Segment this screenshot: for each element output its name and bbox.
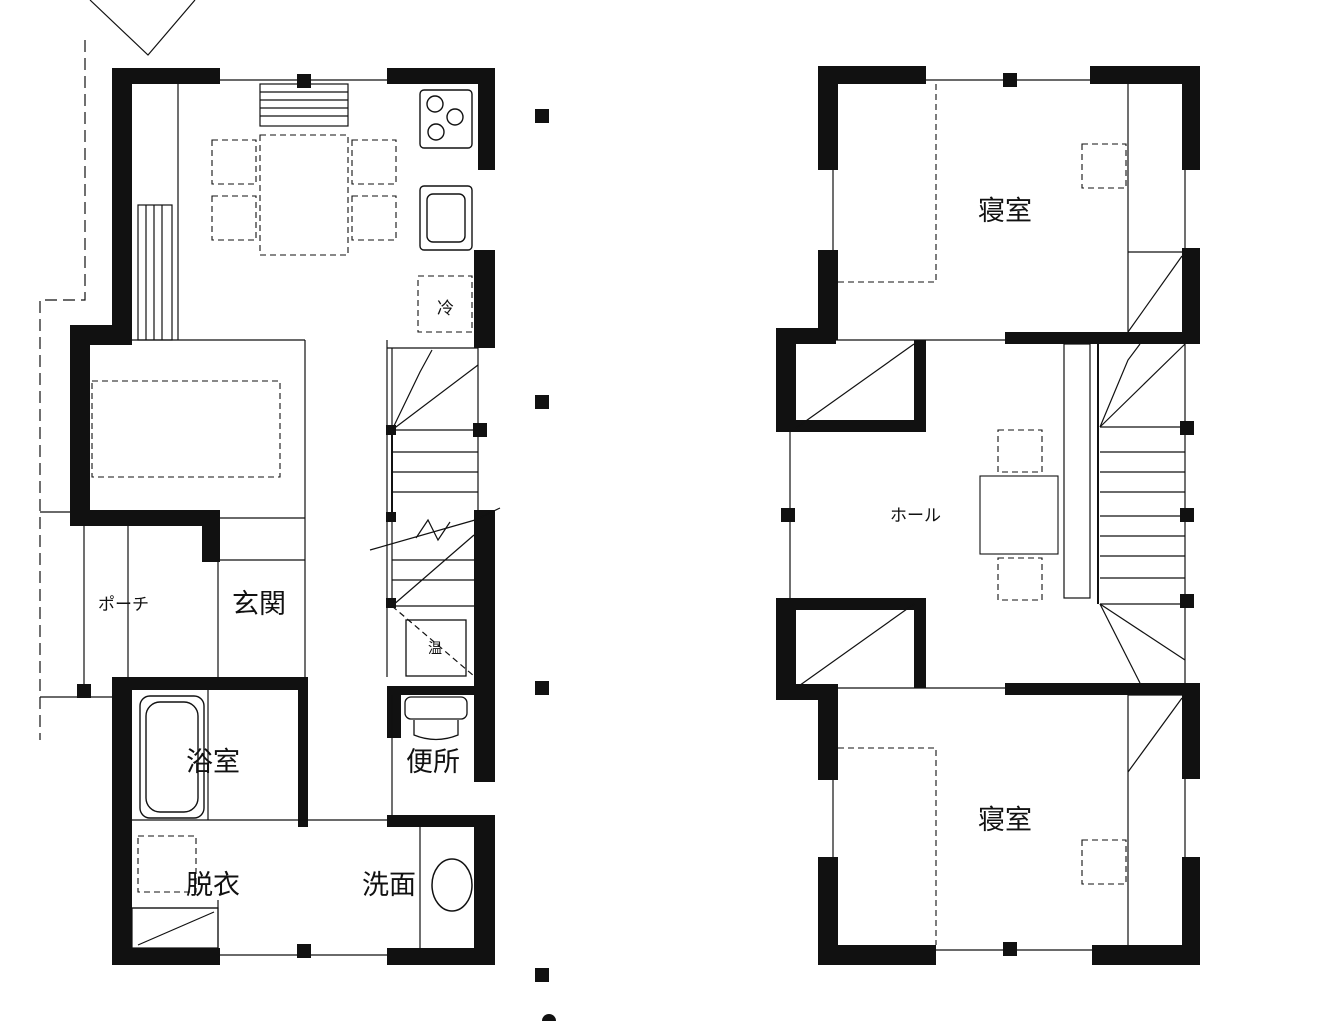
hall-label: ホール	[890, 506, 941, 526]
floor2-posts	[781, 73, 1194, 956]
toilet-label: 便所	[406, 747, 460, 778]
kitchen-sink	[419, 185, 473, 251]
floor2-walls	[776, 66, 1200, 965]
fridge-label: 冷	[437, 299, 454, 319]
water-heater-outline	[405, 619, 467, 677]
bedroom-south-label: 寝室	[978, 805, 1032, 836]
bath-label: 浴室	[186, 747, 240, 778]
fridge-outline	[417, 275, 473, 333]
floor2-beds	[838, 84, 1127, 945]
floor1-plan	[39, 0, 556, 1021]
porch-label: ポーチ	[98, 595, 149, 615]
floor2-stairs	[1063, 343, 1186, 684]
floor1-posts	[77, 74, 556, 1021]
entrance-label: 玄関	[232, 589, 286, 620]
washer-outline	[137, 835, 197, 893]
floor1-walls	[70, 68, 495, 965]
toilet-fixture	[404, 696, 468, 741]
kitchen-stove	[419, 89, 473, 149]
washroom-label: 洗面	[362, 870, 416, 901]
dressing-storage	[131, 907, 219, 949]
floor1-stairs	[369, 348, 501, 677]
bedroom-north-label: 寝室	[978, 196, 1032, 227]
washbasin	[431, 858, 473, 912]
skylight-slats	[259, 83, 349, 127]
floor2-plan	[776, 66, 1200, 965]
hall-table-set	[979, 429, 1059, 601]
dressing-label: 脱衣	[186, 870, 240, 901]
dining-set	[211, 134, 397, 256]
living-zone	[91, 380, 281, 478]
bathtub	[139, 695, 205, 819]
water-heater-label: 温	[428, 641, 442, 657]
porch-steps	[137, 204, 173, 341]
